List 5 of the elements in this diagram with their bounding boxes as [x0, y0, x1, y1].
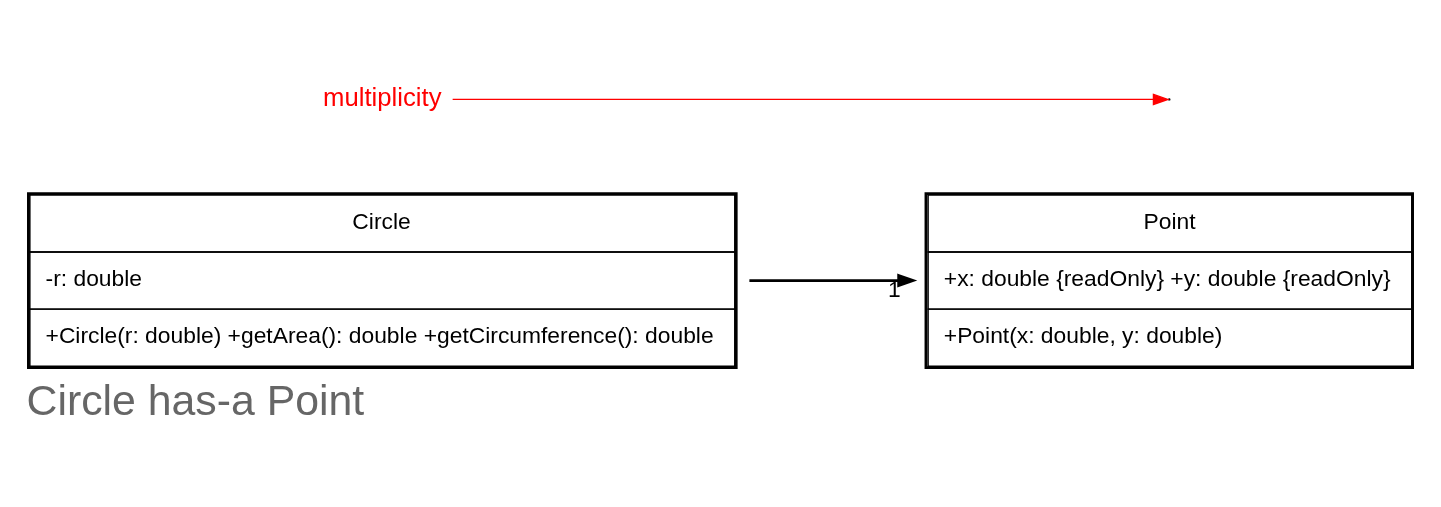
- arrow: [749, 273, 918, 288]
- caption: Circle has-a Point: [26, 375, 365, 424]
- arrow: [451, 93, 1170, 106]
- node-text: multiplicity: [323, 82, 442, 111]
- edge-label: 1: [888, 275, 901, 302]
